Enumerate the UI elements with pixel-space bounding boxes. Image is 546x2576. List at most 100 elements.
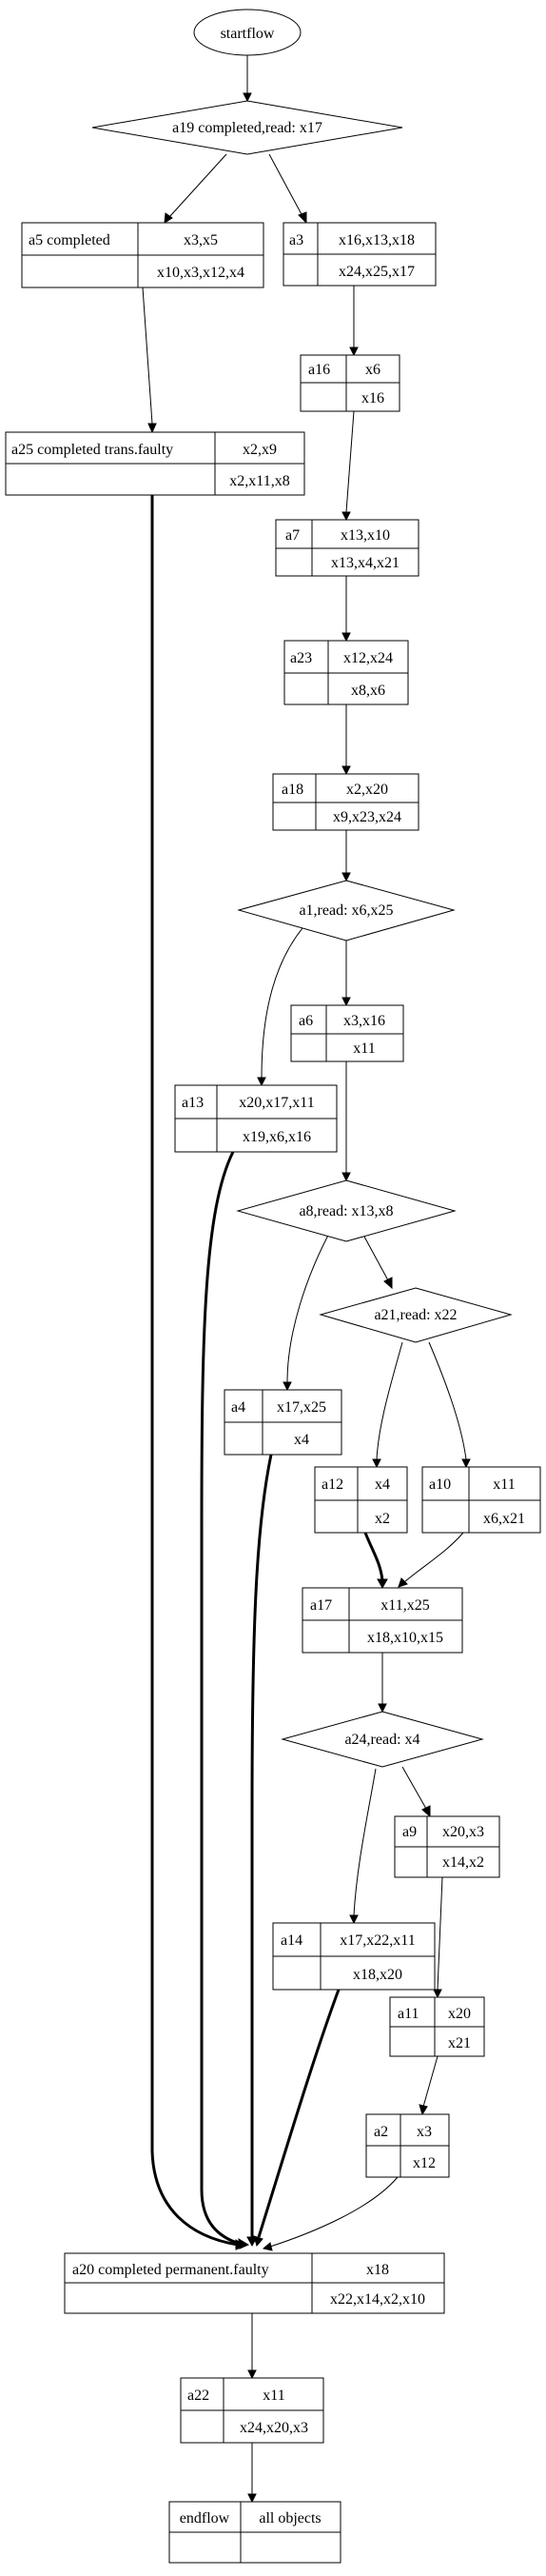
activity-a20: a20 completed permanent.faulty x18 x22,x… [64,2252,445,2314]
edge-a21-to-a12 [376,1341,403,1460]
activity-a16: a16 x6 x16 [300,354,400,412]
edge-a19-to-a5 [168,153,227,218]
activity-reads: x11 [493,1476,515,1493]
activity-name: a17 [310,1597,332,1614]
end-node: endflow all objects [168,2501,341,2564]
decision-a8: a8,read: x13,x8 [236,1179,457,1242]
arrowhead [372,1458,381,1469]
decision-label: a21,read: x22 [374,1307,457,1323]
activity-reads: x16,x13,x18 [339,232,415,248]
arrowhead [419,2104,428,2116]
activity-name: a18 [282,782,303,798]
activity-reads: x2,x20 [346,782,388,798]
edge-a11-to-a2 [422,2055,439,2108]
activity-writes: x12 [413,2155,436,2171]
edges [142,55,471,2504]
activity-reads: x2,x9 [243,442,277,458]
activity-writes: x22,x14,x2,x10 [330,2291,425,2308]
activity-a2: a2 x3 x12 [365,2113,450,2178]
decision-label: a24,read: x4 [344,1732,419,1748]
activity-writes: x18,x20 [353,1967,402,1983]
activity-name: a13 [182,1095,204,1111]
activity-name: a23 [290,650,312,666]
arrowhead [341,997,351,1007]
arrowhead [349,1914,359,1925]
activity-reads: x4 [375,1476,390,1493]
activity-writes: x19,x6,x16 [243,1129,311,1145]
edge-a13-to-a20 [200,1151,241,2246]
activity-name: a4 [231,1399,245,1416]
activity-name: a3 [289,232,303,248]
activity-a22: a22 x11 x24,x20,x3 [180,2377,324,2444]
decision-a24: a24,read: x4 [281,1711,484,1768]
start-ellipse [193,9,302,56]
arrowhead [262,2242,273,2251]
arrowhead [341,1172,351,1182]
arrowhead [247,2493,257,2504]
end-label: endflow [180,2510,230,2526]
activity-name: a5 completed [29,232,110,248]
activity-writes: x2,x11,x8 [229,473,289,489]
activity-name: a25 completed trans.faulty [11,442,173,458]
activity-reads: x20,x3 [442,1824,484,1840]
arrowhead [341,511,351,522]
activity-writes: x21 [448,2035,471,2051]
activity-writes: x14,x2 [442,1854,484,1871]
arrowhead [243,92,252,103]
activity-writes: x9,x23,x24 [333,809,401,825]
activity-reads: x13,x10 [341,527,390,544]
activity-reads: x20,x17,x11 [239,1095,314,1111]
activity-reads: x3 [417,2124,432,2140]
activity-a7: a7 x13,x10 x13,x4,x21 [275,519,419,577]
edge-a4-to-a20 [250,1454,273,2237]
activity-reads: x17,x22,x11 [340,1932,415,1949]
arrowhead [433,1989,442,1999]
activity-a12: a12 x4 x2 [314,1466,408,1534]
activity-a10: a10 x11 x6,x21 [421,1466,541,1534]
activity-reads: x17,x25 [277,1399,326,1416]
activity-a9: a9 x20,x3 x14,x2 [394,1815,500,1878]
end-objects: all objects [259,2510,321,2526]
activity-a4: a4 x17,x25 x4 [224,1389,342,1456]
arrowhead [349,347,359,357]
activity-writes: x4 [294,1432,309,1448]
activity-a23: a23 x12,x24 x8,x6 [283,640,409,705]
edge-a24-to-a14 [353,1768,377,1916]
activity-name: a2 [374,2124,388,2140]
activity-name: a22 [187,2388,209,2404]
activity-writes: x8,x6 [351,683,385,699]
arrowhead [398,1577,408,1588]
activity-reads: x3,x16 [343,1013,385,1029]
activity-writes: x6,x21 [483,1511,525,1527]
edge-a8-to-a4 [286,1227,333,1383]
activity-writes: x10,x3,x12,x4 [157,265,244,281]
decision-diamond [319,1287,513,1343]
activity-a5: a5 completed x3,x5 x10,x3,x12,x4 [21,222,264,288]
arrowhead [298,211,307,225]
arrowhead [341,632,351,643]
edge-a9-to-a11 [437,1876,443,1991]
activity-a11: a11 x20 x21 [389,1996,485,2057]
start-node: startflow [193,9,302,56]
decision-label: a19 completed,read: x17 [172,120,322,136]
start-label: startflow [221,26,275,42]
decision-diamond [237,880,456,941]
edge-a1-to-a13 [261,927,303,1079]
activity-reads: x20 [448,2006,471,2022]
arrowhead [247,2369,257,2380]
activity-a13: a13 x20,x17,x11 x19,x6,x16 [174,1084,338,1153]
activity-writes: x24,x25,x17 [339,264,415,280]
arrowhead [164,212,173,224]
activity-name: a9 [402,1824,417,1840]
activity-name: a16 [308,362,330,378]
activity-a3: a3 x16,x13,x18 x24,x25,x17 [283,222,437,287]
activity-reads: x3,x5 [184,232,218,248]
activity-writes: x13,x4,x21 [331,555,400,571]
activity-reads: x18 [366,2262,389,2278]
edge-a25-to-a20 [150,495,239,2247]
activity-name: a7 [285,527,300,544]
decision-diamond [91,100,403,155]
arrowhead [378,1703,387,1714]
activity-a18: a18 x2,x20 x9,x23,x24 [272,773,419,831]
